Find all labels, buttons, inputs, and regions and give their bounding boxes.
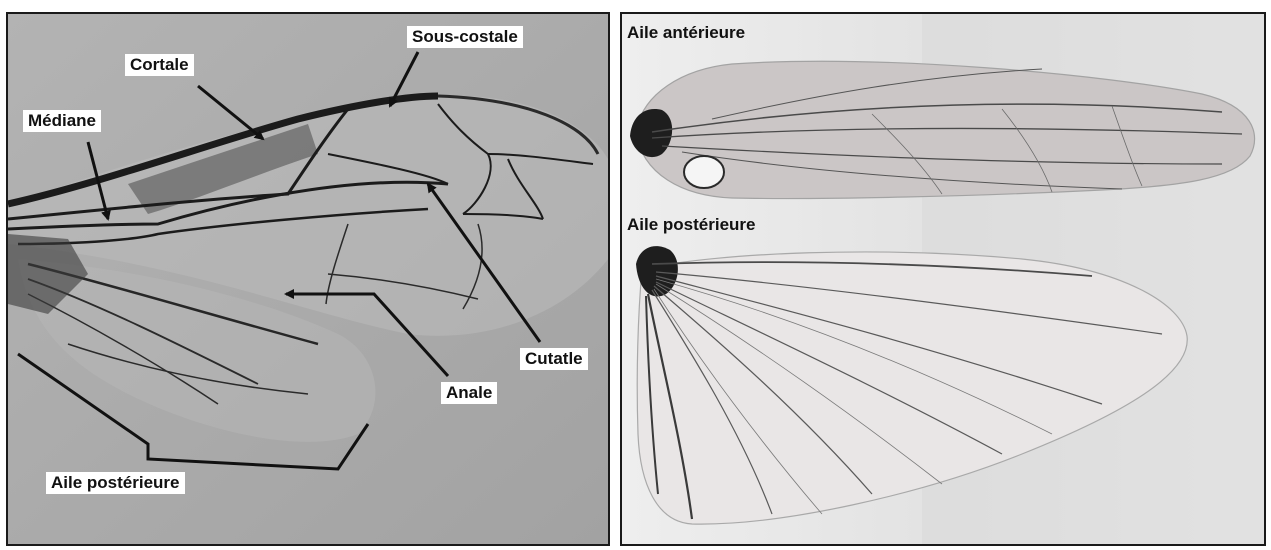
sous-costale-label: Sous-costale: [407, 26, 523, 48]
cutatle-label: Cutatle: [520, 348, 588, 370]
cortale-label: Cortale: [125, 54, 194, 76]
anale-label: Anale: [441, 382, 497, 404]
forewing-pale-spot: [684, 156, 724, 188]
wing-venation-illustration: [8, 14, 610, 546]
mediane-label: Médiane: [23, 110, 101, 132]
right-aile-posterieure-label: Aile postérieure: [622, 214, 761, 236]
aile-anterieure-label: Aile antérieure: [622, 22, 750, 44]
right-wing-comparison-panel: Aile antérieure Aile postérieure: [620, 12, 1266, 546]
wing-comparison-illustration: [622, 14, 1266, 546]
left-wing-venation-panel: Sous-costale Cortale Médiane Cutatle Ana…: [6, 12, 610, 546]
aile-posterieure-label: Aile postérieure: [46, 472, 185, 494]
